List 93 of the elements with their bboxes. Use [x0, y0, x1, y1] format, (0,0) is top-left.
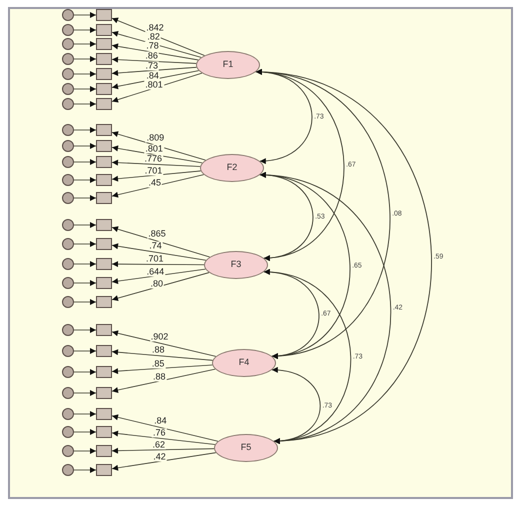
- indicator-box: [96, 140, 112, 152]
- indicator-box: [96, 38, 112, 50]
- arrow: [74, 348, 96, 354]
- indicator-box: [96, 387, 112, 399]
- arrow: [74, 101, 96, 107]
- correlation-arrow: [255, 70, 432, 444]
- arrow: [112, 70, 200, 90]
- arrow: [74, 390, 96, 396]
- edge-label: .809: [146, 134, 166, 143]
- edge-label: .801: [144, 80, 164, 90]
- arrow: [74, 41, 96, 47]
- arrow: [112, 368, 216, 393]
- indicator-box: [96, 24, 112, 36]
- indicator-box: [96, 277, 112, 289]
- arrow: [74, 195, 96, 201]
- arrow: [74, 27, 96, 33]
- indicator-box: [96, 53, 112, 65]
- edge-label: .84: [153, 416, 168, 426]
- edge-label: .74: [148, 242, 163, 251]
- arrow: [112, 448, 214, 454]
- arrow: [74, 261, 96, 267]
- indicator-box: [96, 408, 112, 420]
- arrow: [112, 330, 216, 357]
- edge-label: .865: [147, 230, 167, 239]
- edge-label: .88: [152, 372, 167, 382]
- indicator-box: [96, 124, 112, 136]
- arrow: [112, 261, 204, 268]
- indicator-box: [96, 464, 112, 476]
- arrow: [112, 145, 203, 164]
- indicator-box: [96, 156, 112, 168]
- arrow: [112, 243, 206, 261]
- arrow: [112, 226, 210, 258]
- arrow: [74, 241, 96, 247]
- arrow: [74, 280, 96, 286]
- arrow: [112, 43, 199, 60]
- correlation-arrow: [271, 367, 321, 444]
- arrow: [112, 430, 216, 445]
- arrow: [74, 127, 96, 133]
- edge-label: .42: [152, 452, 167, 462]
- arrow: [74, 467, 96, 473]
- edge-label: .842: [145, 24, 165, 33]
- indicator-box: [96, 426, 112, 438]
- arrow: [112, 174, 204, 198]
- correlation-arrow: [263, 270, 352, 444]
- arrow: [112, 272, 210, 302]
- arrow: [112, 72, 202, 103]
- indicator-box: [96, 345, 112, 357]
- arrow: [74, 56, 96, 62]
- indicator-box: [96, 238, 112, 250]
- indicator-box: [96, 366, 112, 378]
- indicator-box: [96, 445, 112, 457]
- correlation-arrow: [259, 172, 392, 444]
- indicator-box: [96, 9, 112, 21]
- arrow: [112, 160, 201, 167]
- indicator-box: [96, 296, 112, 308]
- indicator-box: [96, 192, 112, 204]
- arrow: [74, 299, 96, 305]
- indicator-box: [96, 219, 112, 231]
- edge-label: .88: [150, 346, 166, 355]
- indicator-box: [96, 83, 112, 95]
- arrow: [74, 429, 96, 435]
- indicator-box: [96, 174, 112, 186]
- arrow: [74, 86, 96, 92]
- arrow: [112, 452, 216, 471]
- arrow: [74, 12, 96, 18]
- indicator-box: [96, 98, 112, 110]
- arrow: [112, 170, 202, 182]
- arrow: [74, 222, 96, 228]
- arrow: [112, 364, 213, 374]
- arrow: [74, 327, 96, 333]
- arrow: [112, 31, 202, 58]
- arrow: [74, 448, 96, 454]
- edge-label: .78: [145, 42, 160, 51]
- arrow: [112, 414, 218, 442]
- arrow: [74, 159, 96, 165]
- indicator-box: [96, 324, 112, 336]
- edge-label: .776: [144, 154, 164, 164]
- arrow: [112, 18, 205, 56]
- arrow: [74, 411, 96, 417]
- edge-label: .701: [145, 254, 165, 264]
- arrow: [112, 268, 206, 284]
- arrow: [112, 349, 213, 361]
- arrow: [74, 177, 96, 183]
- arrow: [74, 71, 96, 77]
- arrow: [112, 131, 206, 161]
- arrow: [74, 143, 96, 149]
- edge-label: .82: [146, 32, 161, 42]
- edge-label: .86: [144, 52, 159, 61]
- indicator-box: [96, 258, 112, 270]
- indicator-box: [96, 68, 112, 80]
- arrow: [112, 66, 197, 76]
- arrow: [112, 56, 197, 64]
- arrow: [74, 369, 96, 375]
